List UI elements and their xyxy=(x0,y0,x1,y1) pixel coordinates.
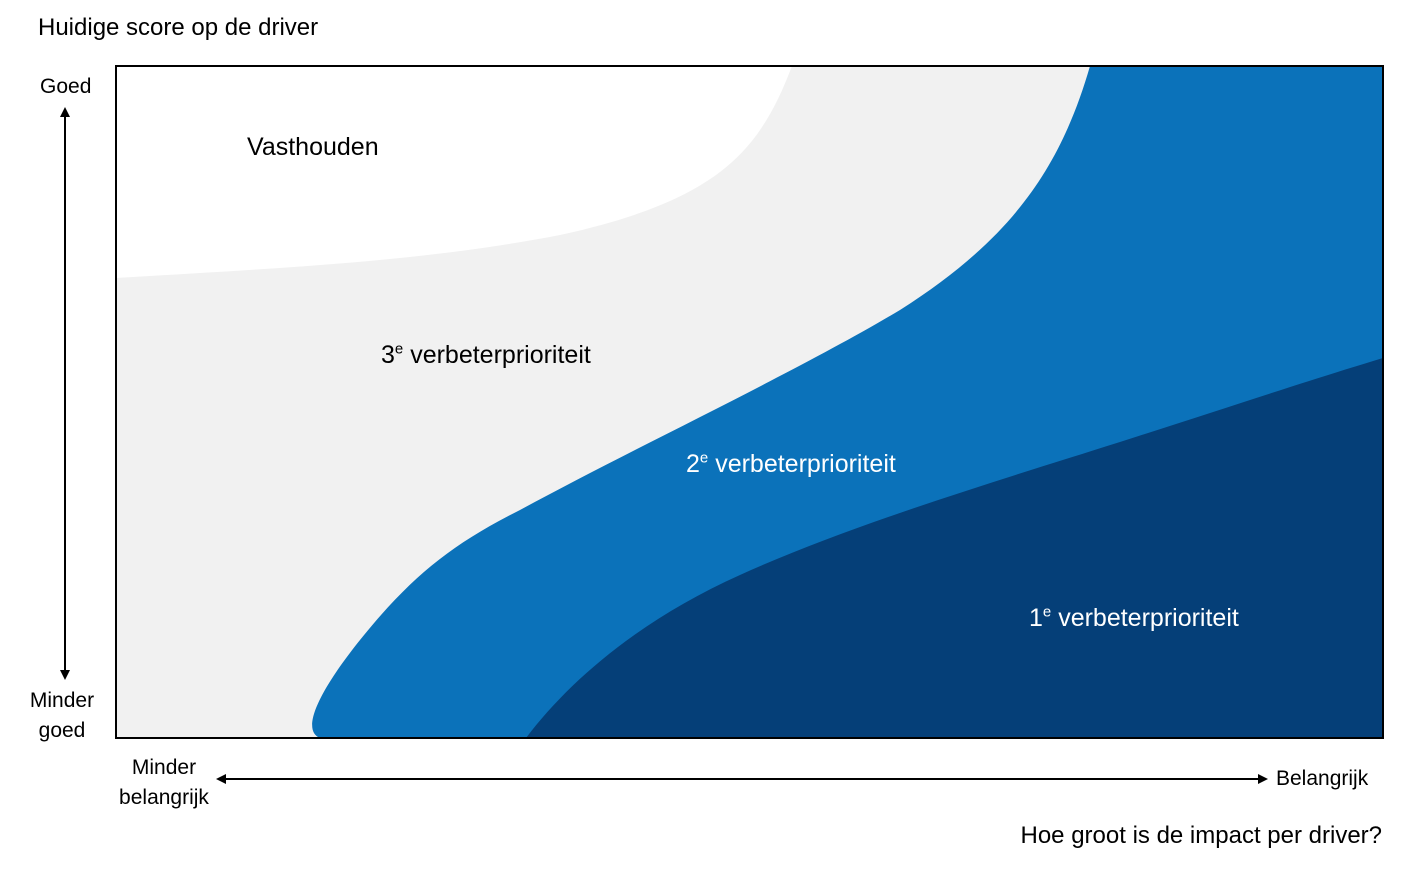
plot-frame xyxy=(115,65,1384,739)
zone-first-suffix: e xyxy=(1042,603,1052,621)
zone-second-label: 2e verbeterprioriteit xyxy=(686,450,896,479)
x-axis-question: Hoe groot is de impact per driver? xyxy=(1020,822,1383,849)
zone-first-prefix: 1 xyxy=(1029,604,1043,632)
x-axis-left-label: Minder belangrijk xyxy=(119,756,209,809)
zone-third-suffix: e xyxy=(394,340,404,358)
zone-first-priority xyxy=(526,358,1383,738)
zone-third-label: 3e verbeterprioriteit xyxy=(381,341,591,370)
zone-third-label-text: verbeterprioriteit xyxy=(410,341,591,369)
zone-first-label-text: verbeterprioriteit xyxy=(1058,604,1239,632)
zone-hold xyxy=(116,66,792,278)
zone-second-suffix: e xyxy=(699,449,709,467)
zone-second-label-text: verbeterprioriteit xyxy=(715,450,896,478)
zone-second-prefix: 2 xyxy=(686,450,700,478)
zone-third-prefix: 3 xyxy=(381,341,395,369)
y-axis-bottom-label: Minder goed xyxy=(29,689,95,742)
y-axis-question: Huidige score op de driver xyxy=(38,14,319,41)
zone-first-label: 1e verbeterprioriteit xyxy=(1029,604,1239,633)
y-axis-top-label: Goed xyxy=(40,75,92,98)
x-axis-right-label: Belangrijk xyxy=(1276,767,1369,790)
zone-hold-label: Vasthouden xyxy=(247,133,379,162)
zone-hold-label-text: Vasthouden xyxy=(247,133,379,161)
